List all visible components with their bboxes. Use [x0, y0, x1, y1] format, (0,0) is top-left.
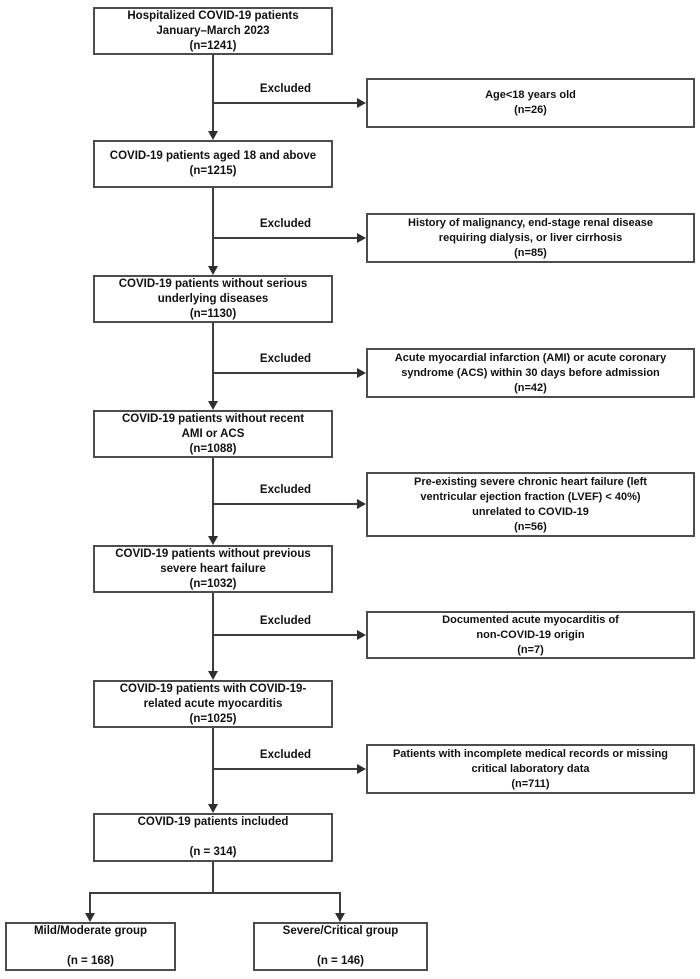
- flow-box-without-serious-underlying-diseases: COVID-19 patients without serious underl…: [93, 275, 333, 323]
- arrowhead-excluded-4: [357, 499, 366, 509]
- exclusion-box-non-covid-myocarditis: Documented acute myocarditis of non-COVI…: [366, 611, 695, 659]
- flow-box-included: COVID-19 patients included (n = 314): [93, 813, 333, 862]
- arrowhead-main-6: [208, 671, 218, 680]
- exclusion-box-malignancy-esrd-cirrhosis: History of malignancy, end-stage renal d…: [366, 213, 695, 263]
- excluded-label: Excluded: [259, 484, 312, 496]
- exclusion-box-recent-ami-acs: Acute myocardial infarction (AMI) or acu…: [366, 348, 695, 398]
- connector-split-right: [339, 892, 341, 913]
- connector-main-6-7: [212, 728, 214, 804]
- excluded-label: Excluded: [259, 83, 312, 95]
- connector-main-4-5: [212, 458, 214, 536]
- arrowhead-main-7: [208, 804, 218, 813]
- connector-main-5-6: [212, 593, 214, 671]
- arrowhead-outcome-right: [335, 913, 345, 922]
- arrowhead-main-5: [208, 536, 218, 545]
- connector-split-horizontal: [89, 892, 341, 894]
- excluded-label: Excluded: [259, 353, 312, 365]
- outcome-box-severe-critical-group: Severe/Critical group (n = 146): [253, 922, 428, 971]
- excluded-label: Excluded: [259, 749, 312, 761]
- arrowhead-main-4: [208, 401, 218, 410]
- connector-split-left: [89, 892, 91, 913]
- connector-excluded-1: [213, 102, 358, 104]
- arrowhead-outcome-left: [85, 913, 95, 922]
- arrowhead-excluded-6: [357, 764, 366, 774]
- connector-excluded-4: [213, 503, 358, 505]
- arrowhead-excluded-3: [357, 368, 366, 378]
- excluded-label: Excluded: [259, 615, 312, 627]
- connector-excluded-3: [213, 372, 358, 374]
- connector-excluded-5: [213, 634, 358, 636]
- exclusion-box-incomplete-records: Patients with incomplete medical records…: [366, 744, 695, 794]
- excluded-label: Excluded: [259, 218, 312, 230]
- connector-main-3-4: [212, 323, 214, 401]
- flow-box-covid-related-acute-myocarditis: COVID-19 patients with COVID-19- related…: [93, 680, 333, 728]
- outcome-box-mild-moderate-group: Mild/Moderate group (n = 168): [5, 922, 176, 971]
- connector-excluded-2: [213, 237, 358, 239]
- connector-excluded-6: [213, 768, 358, 770]
- connector-main-1-2: [212, 55, 214, 131]
- flow-box-without-previous-severe-heart-failure: COVID-19 patients without previous sever…: [93, 545, 333, 593]
- flow-box-without-recent-ami-acs: COVID-19 patients without recent AMI or …: [93, 410, 333, 458]
- arrowhead-excluded-2: [357, 233, 366, 243]
- flow-box-aged-18-and-above: COVID-19 patients aged 18 and above (n=1…: [93, 140, 333, 188]
- exclusion-box-preexisting-chf: Pre-existing severe chronic heart failur…: [366, 472, 695, 537]
- connector-split-stem: [212, 862, 214, 894]
- connector-main-2-3: [212, 188, 214, 266]
- arrowhead-main-3: [208, 266, 218, 275]
- flow-box-hospitalized: Hospitalized COVID-19 patients January–M…: [93, 7, 333, 55]
- exclusion-box-age-under-18: Age<18 years old (n=26): [366, 78, 695, 128]
- arrowhead-excluded-5: [357, 630, 366, 640]
- arrowhead-excluded-1: [357, 98, 366, 108]
- arrowhead-main-2: [208, 131, 218, 140]
